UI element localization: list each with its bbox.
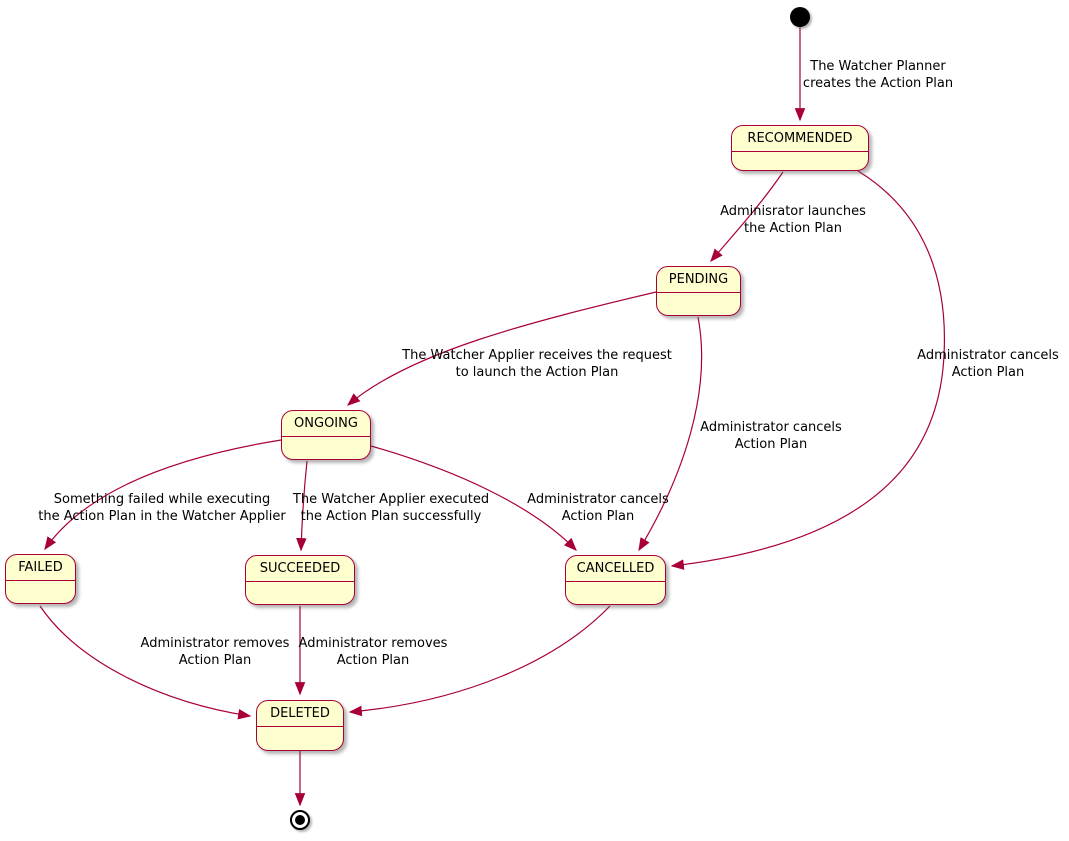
final-state-node [290,810,310,830]
state-deleted: DELETED [256,700,344,751]
state-failed-label: FAILED [6,555,75,581]
state-ongoing-body [282,437,370,459]
state-deleted-label: DELETED [257,701,343,727]
label-pending-to-ongoing: The Watcher Applier receives the request… [402,348,672,380]
state-pending-label: PENDING [657,267,740,293]
initial-state-node [790,7,810,27]
state-cancelled-body [566,582,665,604]
label-ongoing-to-cancelled: Administrator cancels Action Plan [527,492,669,524]
label-pending-to-cancelled: Administrator cancels Action Plan [700,420,842,452]
label-failed-to-deleted: Administrator removes Action Plan [140,636,290,668]
state-ongoing: ONGOING [281,410,371,460]
final-state-dot [295,815,305,825]
label-initial-to-recommended: The Watcher Planner creates the Action P… [802,59,954,91]
label-ongoing-to-succeeded: The Watcher Applier executed the Action … [292,492,490,524]
label-ongoing-to-failed: Something failed while executing the Act… [38,492,286,524]
label-recommended-to-pending: Adminisrator launches the Action Plan [720,204,866,236]
state-pending-body [657,293,740,315]
state-recommended-body [732,152,868,170]
state-pending: PENDING [656,266,741,316]
state-ongoing-label: ONGOING [282,411,370,437]
state-recommended: RECOMMENDED [731,125,869,171]
state-failed: FAILED [5,554,76,604]
state-succeeded-body [246,582,354,604]
state-failed-body [6,581,75,603]
label-recommended-to-cancelled: Administrator cancels Action Plan [917,348,1059,380]
state-cancelled-label: CANCELLED [566,556,665,582]
label-succeeded-to-deleted: Administrator removes Action Plan [298,636,448,668]
state-recommended-label: RECOMMENDED [732,126,868,152]
state-deleted-body [257,727,343,750]
state-cancelled: CANCELLED [565,555,666,605]
state-succeeded-label: SUCCEEDED [246,556,354,582]
state-succeeded: SUCCEEDED [245,555,355,605]
